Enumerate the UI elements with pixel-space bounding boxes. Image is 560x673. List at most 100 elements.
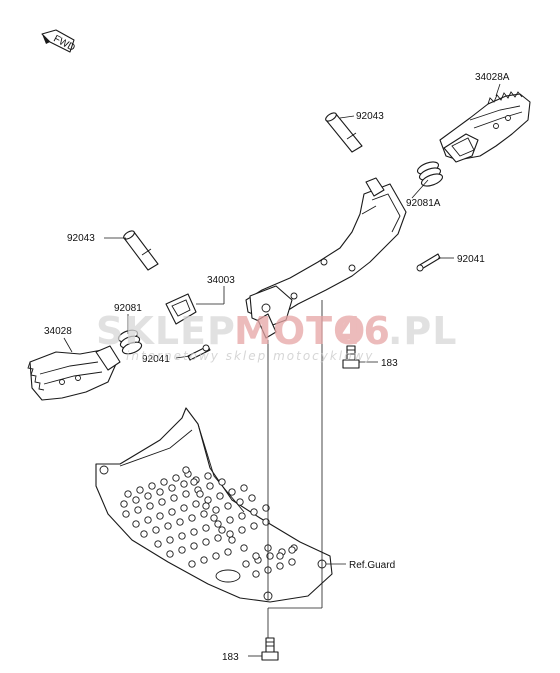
perforation-hole bbox=[164, 522, 172, 530]
pin-right-92043 bbox=[325, 112, 363, 153]
perforation-hole bbox=[288, 546, 296, 554]
callout-labels: 34028A 92043 92081A 92041 92043 34003 92… bbox=[44, 72, 510, 663]
perforation-hole bbox=[166, 550, 174, 558]
perforation-hole bbox=[190, 478, 198, 486]
fwd-arrow: FWD bbox=[41, 29, 77, 54]
perforation-hole bbox=[238, 512, 246, 520]
perforation-hole bbox=[158, 498, 166, 506]
left-clevis bbox=[165, 293, 197, 325]
label-183-bottom: 183 bbox=[222, 652, 239, 663]
perforation-hole bbox=[226, 530, 234, 538]
perforation-hole bbox=[242, 560, 250, 568]
perforation-hole bbox=[224, 548, 232, 556]
perforation-hole bbox=[288, 558, 296, 566]
perforation-hole bbox=[146, 502, 154, 510]
spring-right-92081A bbox=[416, 161, 444, 187]
perforation-hole bbox=[188, 514, 196, 522]
perforation-hole bbox=[168, 484, 176, 492]
perforation-hole bbox=[212, 552, 220, 560]
perforation-hole bbox=[252, 552, 260, 560]
perforation-hole bbox=[132, 520, 140, 528]
perforation-hole bbox=[218, 478, 226, 486]
perforation-hole bbox=[144, 492, 152, 500]
perforation-hole bbox=[236, 498, 244, 506]
perforation-hole bbox=[226, 516, 234, 524]
perforation-hole bbox=[172, 474, 180, 482]
label-34003: 34003 bbox=[207, 275, 235, 286]
perforation-hole bbox=[202, 538, 210, 546]
perforation-hole bbox=[136, 486, 144, 494]
perforation-hole bbox=[214, 520, 222, 528]
perforation-hole bbox=[152, 526, 160, 534]
perforation-hole bbox=[178, 532, 186, 540]
watermark-subtitle: internetowy sklep motocyklowy bbox=[126, 349, 374, 363]
perforation-hole bbox=[216, 492, 224, 500]
perforation-hole bbox=[192, 500, 200, 508]
perforation-hole bbox=[200, 556, 208, 564]
label-34028: 34028 bbox=[44, 326, 72, 337]
perforation-hole bbox=[156, 488, 164, 496]
perforation-hole bbox=[214, 534, 222, 542]
perforation-hole bbox=[190, 528, 198, 536]
perforation-hole bbox=[210, 514, 218, 522]
perforation-hole bbox=[240, 544, 248, 552]
perforation-hole bbox=[248, 494, 256, 502]
perforation-hole bbox=[250, 508, 258, 516]
perforation-hole bbox=[160, 478, 168, 486]
label-183-top: 183 bbox=[381, 358, 398, 369]
pin-left-92043 bbox=[123, 230, 159, 271]
perforation-hole bbox=[122, 510, 130, 518]
label-92081: 92081 bbox=[114, 303, 142, 314]
leader-lines bbox=[63, 83, 501, 657]
label-34028A: 34028A bbox=[475, 72, 510, 83]
perforation-hole bbox=[170, 494, 178, 502]
perforation-hole bbox=[250, 522, 258, 530]
fwd-label: FWD bbox=[51, 33, 76, 53]
perforation-hole bbox=[182, 466, 190, 474]
perforation-hole bbox=[124, 490, 132, 498]
watermark-part-b: MOTO bbox=[234, 309, 366, 353]
perforation-hole bbox=[204, 496, 212, 504]
left-footpeg bbox=[27, 345, 121, 401]
perforation-hole bbox=[202, 524, 210, 532]
perforation-hole bbox=[178, 546, 186, 554]
perforation-hole bbox=[134, 506, 142, 514]
perforation-hole bbox=[156, 512, 164, 520]
perforation-hole bbox=[144, 516, 152, 524]
perforation-hole bbox=[218, 526, 226, 534]
skid-guard bbox=[95, 407, 333, 603]
perforation-hole bbox=[224, 502, 232, 510]
label-92043-right: 92043 bbox=[356, 111, 384, 122]
watermark-part-c: 46 bbox=[336, 309, 391, 353]
perforation-hole bbox=[228, 536, 236, 544]
perforation-hole bbox=[262, 504, 270, 512]
watermark-part-d: .PL bbox=[388, 309, 458, 353]
label-92041-left: 92041 bbox=[142, 354, 170, 365]
perforation-hole bbox=[262, 518, 270, 526]
perforation-hole bbox=[120, 500, 128, 508]
right-footpeg bbox=[439, 91, 531, 163]
label-92043-left: 92043 bbox=[67, 233, 95, 244]
alignment-lines bbox=[267, 300, 323, 638]
perforation-hole bbox=[168, 508, 176, 516]
bolt-bottom-183 bbox=[261, 637, 279, 661]
watermark-part-a: SKLEP bbox=[96, 309, 236, 353]
perforation-hole bbox=[238, 526, 246, 534]
perforation-hole bbox=[176, 518, 184, 526]
spring-left-92081 bbox=[117, 329, 143, 355]
perforation-hole bbox=[140, 530, 148, 538]
label-92041-right: 92041 bbox=[457, 254, 485, 265]
perforation-hole bbox=[196, 490, 204, 498]
main-bracket-34003 bbox=[245, 177, 407, 339]
cotter-right-92041 bbox=[416, 253, 441, 272]
cotter-left-92041 bbox=[187, 344, 211, 361]
perforation-hole bbox=[166, 536, 174, 544]
perforation-hole bbox=[204, 472, 212, 480]
perforation-hole bbox=[252, 570, 260, 578]
watermark: SKLEP MOTO 46 .PL internetowy sklep moto… bbox=[96, 309, 458, 363]
perforation-hole bbox=[132, 496, 140, 504]
perforation-hole bbox=[180, 480, 188, 488]
perforation-hole bbox=[188, 560, 196, 568]
perforation-hole bbox=[228, 488, 236, 496]
